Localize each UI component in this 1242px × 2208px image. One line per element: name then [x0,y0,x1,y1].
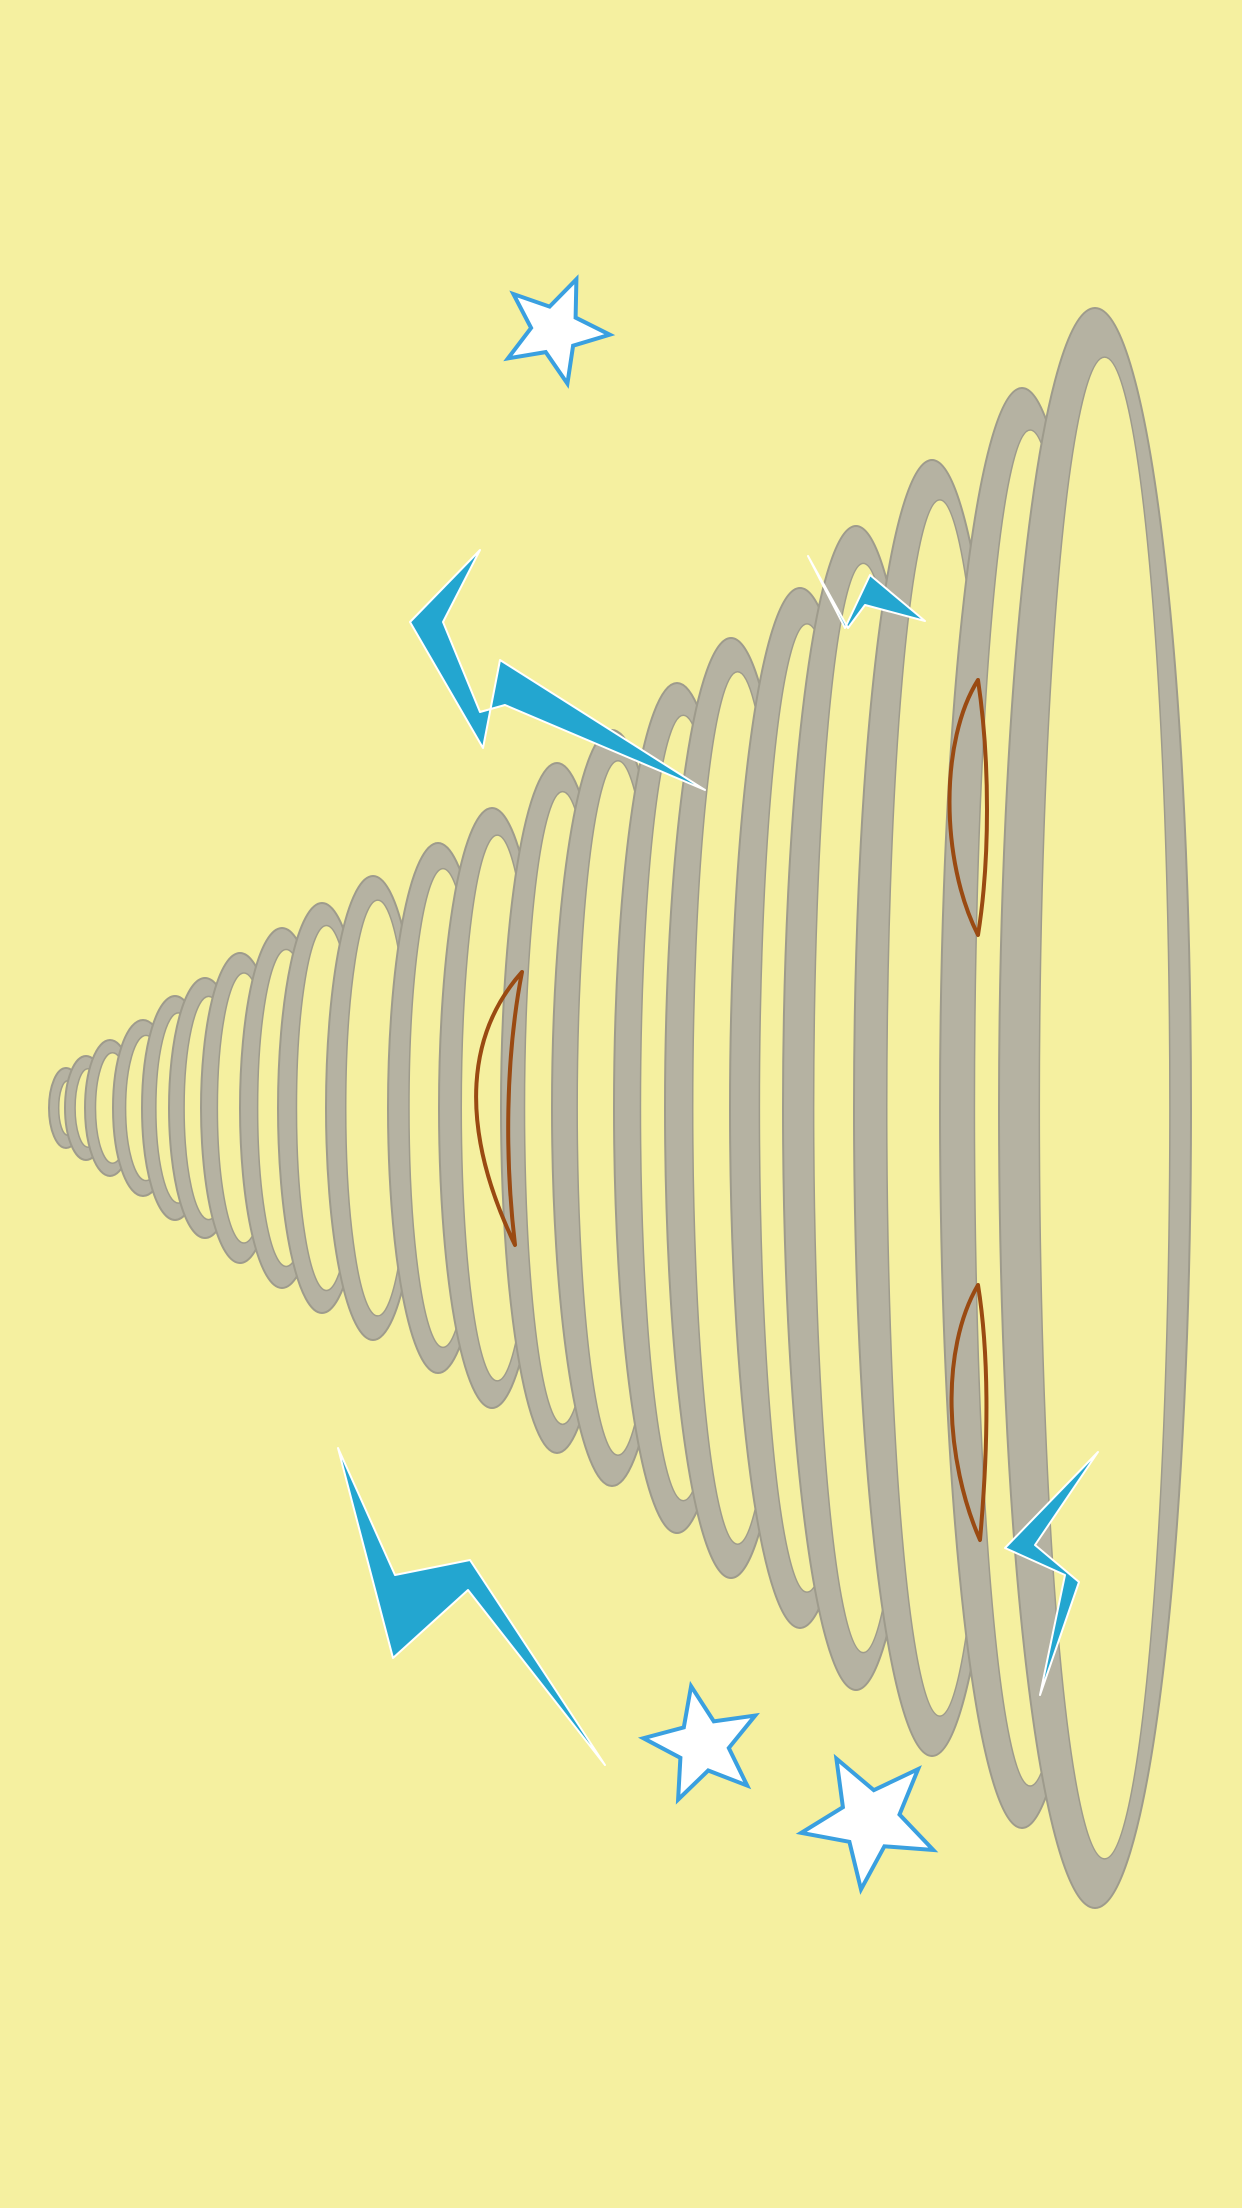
star-icon [795,1753,939,1895]
debris-piece [947,678,989,937]
debris-piece [949,1283,989,1542]
star-icon [637,1680,760,1805]
lightning-bolt [1004,1451,1099,1696]
stars-group [503,274,939,1895]
lightning-bolt [409,549,706,791]
debris-group [474,678,989,1542]
tornado-ring [998,307,1192,1909]
lightning-bolt [337,1447,606,1766]
lightning-bolt [807,555,926,629]
debris-piece [474,970,524,1247]
tornado-rings [48,307,1192,1909]
lightning-group [337,549,1099,1766]
star-icon [503,274,616,389]
